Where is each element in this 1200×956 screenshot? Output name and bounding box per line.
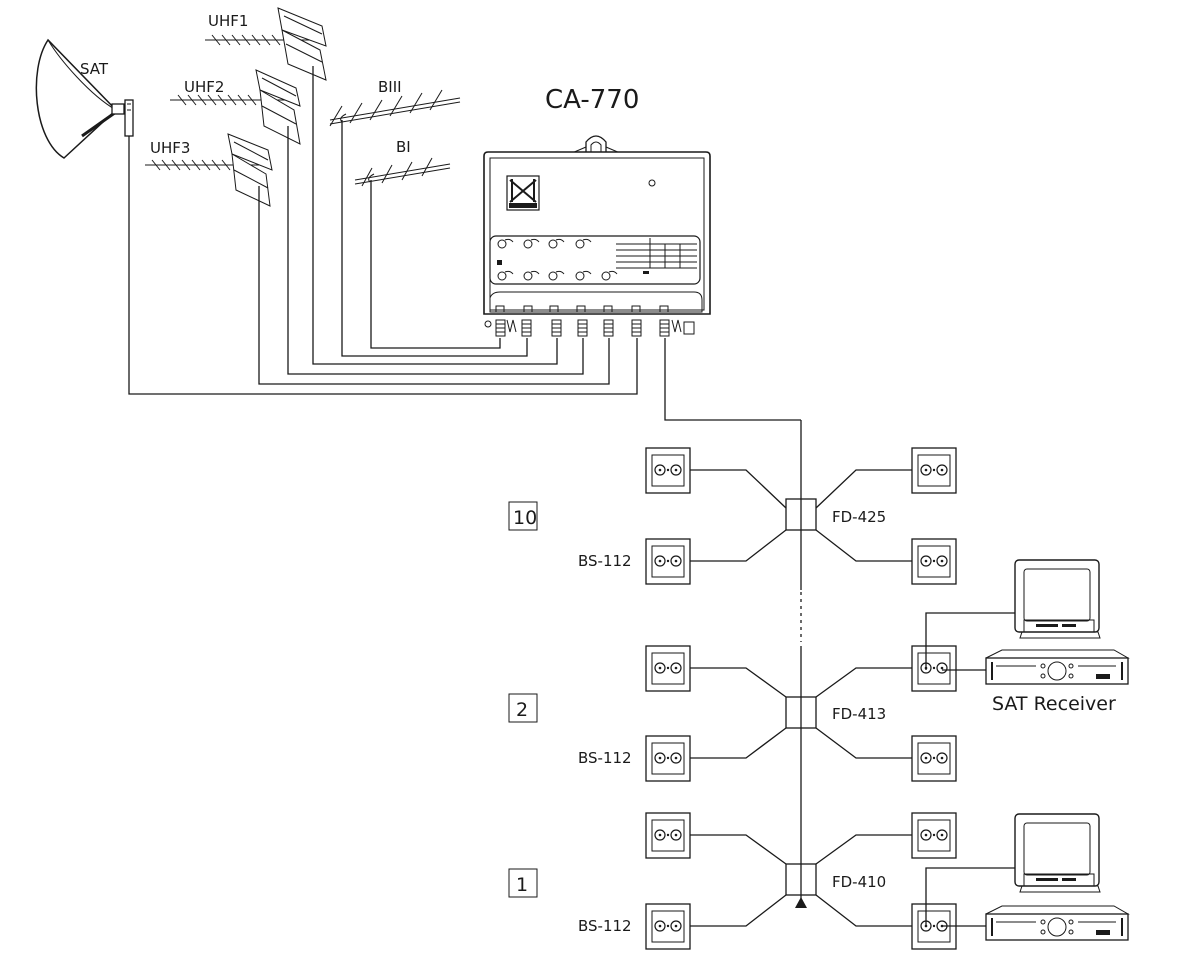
amplifier-title: CA-770: [545, 85, 639, 115]
wall-outlet-icon: [911, 538, 957, 585]
wall-outlet-icon: [911, 735, 957, 782]
antenna-cables: [128, 66, 801, 421]
floor-number: 2: [516, 699, 528, 721]
sat-receiver-label: SAT Receiver: [992, 693, 1116, 715]
uhf2-antenna-icon: [170, 69, 301, 145]
wall-outlet-icon: [911, 447, 957, 494]
wall-outlet-icon: [645, 447, 691, 494]
wall-outlet-icon: [911, 645, 957, 692]
wall-outlet-icon: [911, 812, 957, 859]
sat-label: SAT: [80, 60, 109, 78]
floor-10: 10 FD-425 BS-112: [508, 469, 915, 570]
floor-2: 2 FD-413 BS-112: [508, 667, 915, 767]
outlet-label: BS-112: [578, 552, 632, 570]
splitter-label: FD-410: [832, 873, 886, 891]
splitter-label: FD-425: [832, 508, 886, 526]
tv-and-sat-receiver: [925, 559, 1130, 685]
uhf1-antenna-icon: [205, 7, 327, 81]
uhf1-label: UHF1: [208, 12, 248, 30]
amplifier-ca770: [483, 135, 711, 337]
bi-antenna-icon: [354, 157, 451, 187]
wall-outlet-icon: [645, 812, 691, 859]
floor-1: 1 FD-410 BS-112: [508, 834, 915, 935]
wall-outlet-icon: [645, 538, 691, 585]
wall-outlet-icon: [645, 645, 691, 692]
splitter-label: FD-413: [832, 705, 886, 723]
wall-outlet-icon: [645, 735, 691, 782]
wall-outlets: [645, 447, 957, 950]
outlet-label: BS-112: [578, 917, 632, 935]
bi-label: BI: [396, 138, 411, 156]
satellite-dish-icon: [35, 38, 134, 159]
biii-antenna-icon: [329, 89, 461, 127]
wall-outlet-icon: [645, 903, 691, 950]
floor-number: 1: [516, 874, 528, 896]
uhf2-label: UHF2: [184, 78, 224, 96]
tv-and-sat-receiver: [925, 813, 1130, 941]
floor-number: 10: [513, 507, 537, 529]
uhf3-label: UHF3: [150, 139, 190, 157]
uhf3-antenna-icon: [145, 133, 273, 207]
riser-cable: [795, 420, 807, 908]
termination-load-icon: [795, 897, 807, 908]
outlet-label: BS-112: [578, 749, 632, 767]
biii-label: BIII: [378, 78, 402, 96]
